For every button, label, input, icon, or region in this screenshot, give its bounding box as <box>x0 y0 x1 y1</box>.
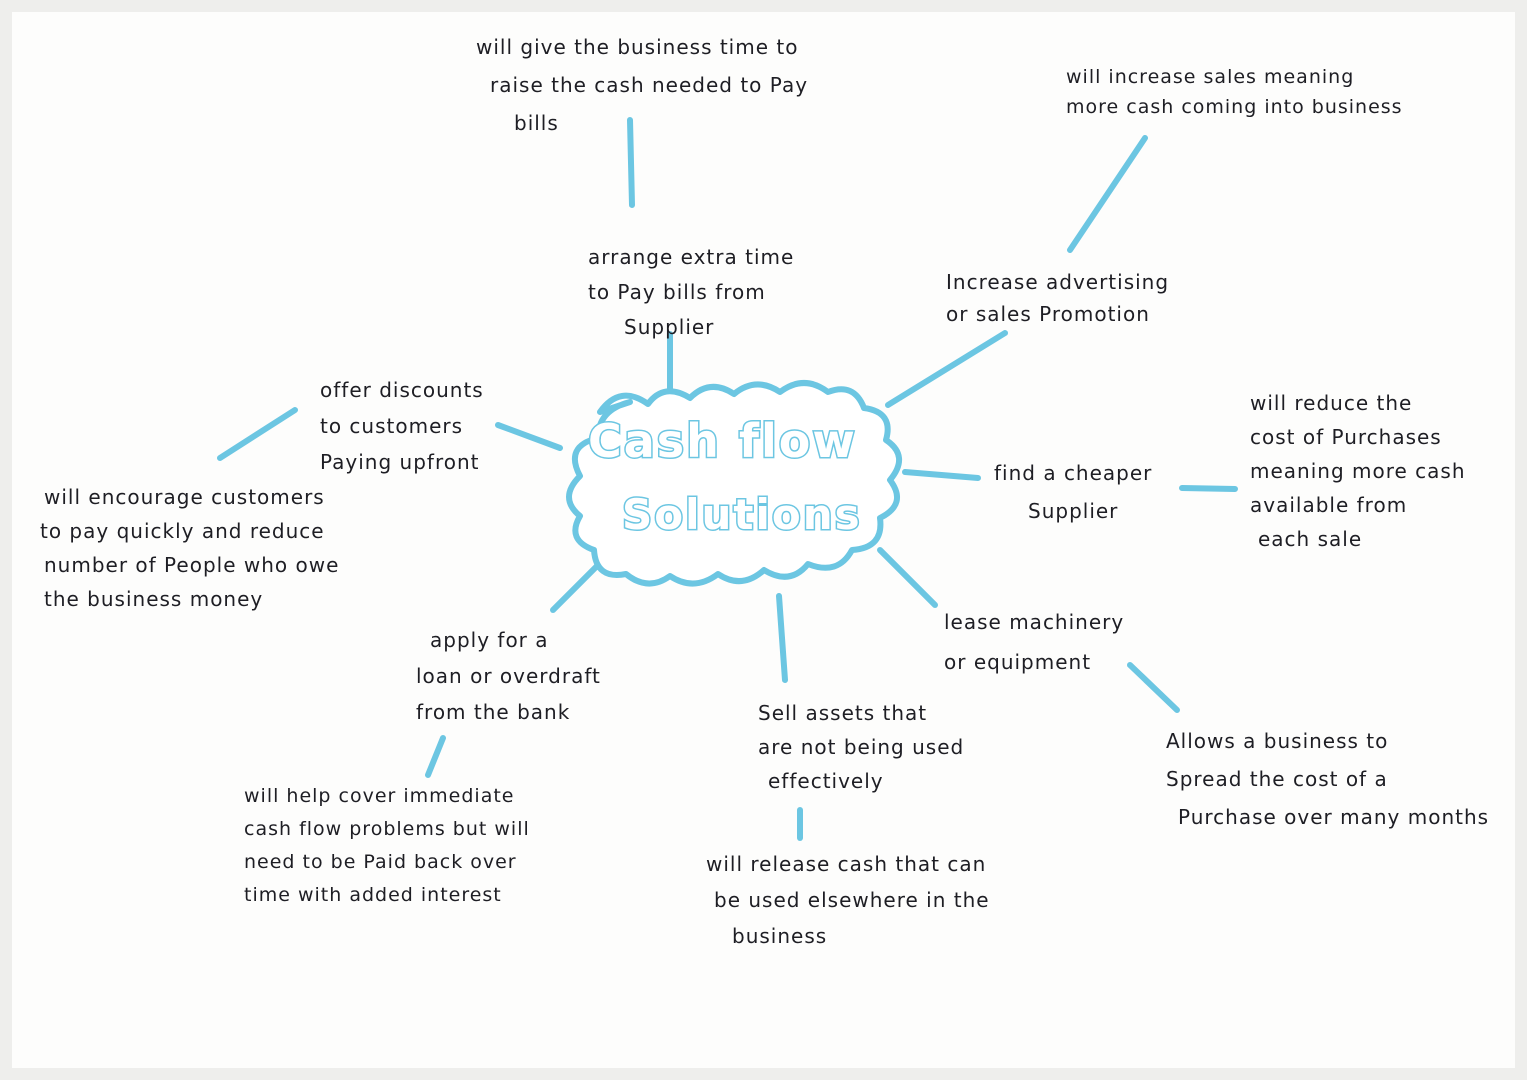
text-line: Allows a business to <box>1166 729 1389 753</box>
text-line: will release cash that can <box>706 852 987 876</box>
effect-encourage-quick-payment: will encourage customers to pay quickly … <box>40 480 340 616</box>
text-line: Paying upfront <box>320 450 480 474</box>
connector-lease-to-effect <box>1127 662 1180 713</box>
effect-reduce-purchase-cost: will reduce the cost of Purchases meanin… <box>1250 386 1466 556</box>
connector-loan-to-effect <box>425 735 446 778</box>
solution-increase-advertising: Increase advertising or sales Promotion <box>946 266 1169 330</box>
text-line: Purchase over many months <box>1178 805 1490 829</box>
effect-increase-sales: will increase sales meaning more cash co… <box>1066 62 1403 122</box>
solution-cheaper-supplier: find a cheaper Supplier <box>994 454 1152 530</box>
connector-hub-to-advertising <box>885 330 1008 408</box>
text-line: available from <box>1250 493 1408 517</box>
text-line: each sale <box>1258 527 1363 551</box>
text-line: will give the business time to <box>476 35 799 59</box>
text-line: cost of Purchases <box>1250 425 1442 449</box>
solution-lease-machinery: lease machinery or equipment <box>944 602 1124 682</box>
solution-sell-assets: Sell assets that are not being used effe… <box>758 696 964 798</box>
text-line: apply for a <box>430 628 549 652</box>
connector-hub-to-lease <box>877 547 938 608</box>
text-line: lease machinery <box>944 610 1125 634</box>
text-line: Supplier <box>1028 499 1119 523</box>
connector-hub-to-sell-assets <box>776 593 788 683</box>
text-line: more cash coming into business <box>1066 96 1403 118</box>
connector-supplier-time-to-effect <box>627 117 635 208</box>
text-line: loan or overdraft <box>416 664 601 688</box>
text-line: the business money <box>44 587 264 611</box>
hub-cloud <box>566 380 902 587</box>
connector-advertising-to-effect <box>1067 135 1148 253</box>
connector-discounts-to-effect <box>217 407 298 461</box>
solution-arrange-extra-time: arrange extra time to Pay bills from Sup… <box>588 240 794 345</box>
hub-title-line2: Solutions <box>621 489 862 541</box>
text-line: to pay quickly and reduce <box>40 519 325 543</box>
text-line: raise the cash needed to Pay <box>490 73 809 97</box>
text-line: be used elsewhere in the <box>714 888 990 912</box>
text-line: will increase sales meaning <box>1066 66 1355 88</box>
text-line: to Pay bills from <box>588 280 766 304</box>
effect-time-to-raise-cash: will give the business time to raise the… <box>476 28 808 142</box>
text-line: find a cheaper <box>994 461 1153 485</box>
text-line: Increase advertising <box>946 270 1170 294</box>
effect-release-cash: will release cash that can be used elsew… <box>706 846 990 954</box>
hub-cloud-outline <box>566 380 902 587</box>
connector-hub-to-discounts <box>495 422 563 451</box>
text-line: Sell assets that <box>758 701 928 725</box>
solution-offer-discounts: offer discounts to customers Paying upfr… <box>320 372 484 480</box>
text-line: number of People who owe <box>44 553 340 577</box>
text-line: will encourage customers <box>44 485 325 509</box>
text-line: business <box>732 924 828 948</box>
text-line: offer discounts <box>320 378 484 402</box>
text-line: effectively <box>768 769 884 793</box>
connector-hub-to-cheaper-supplier <box>902 469 981 481</box>
text-line: cash flow problems but will <box>244 818 530 840</box>
text-line: from the bank <box>416 700 571 724</box>
effect-spread-cost: Allows a business to Spread the cost of … <box>1166 722 1489 836</box>
effect-cover-cash-flow-problems: will help cover immediate cash flow prob… <box>244 780 530 912</box>
solution-loan-overdraft: apply for a loan or overdraft from the b… <box>416 622 601 730</box>
text-line: Spread the cost of a <box>1166 767 1388 791</box>
connector-hub-to-loan <box>550 560 603 613</box>
hub-title-line1: Cash flow <box>587 413 857 470</box>
text-line: to customers <box>320 414 464 438</box>
text-line: are not being used <box>758 735 965 759</box>
connector-cheaper-supplier-to-effect <box>1179 485 1238 492</box>
text-line: or sales Promotion <box>946 302 1150 326</box>
text-line: meaning more cash <box>1250 459 1466 483</box>
text-line: will help cover immediate <box>244 785 515 807</box>
text-line: bills <box>514 111 559 135</box>
text-line: time with added interest <box>244 884 502 906</box>
text-line: will reduce the <box>1250 391 1413 415</box>
text-line: or equipment <box>944 650 1092 674</box>
text-line: need to be Paid back over <box>244 851 517 873</box>
text-line: Supplier <box>624 315 715 339</box>
text-line: arrange extra time <box>588 245 795 269</box>
